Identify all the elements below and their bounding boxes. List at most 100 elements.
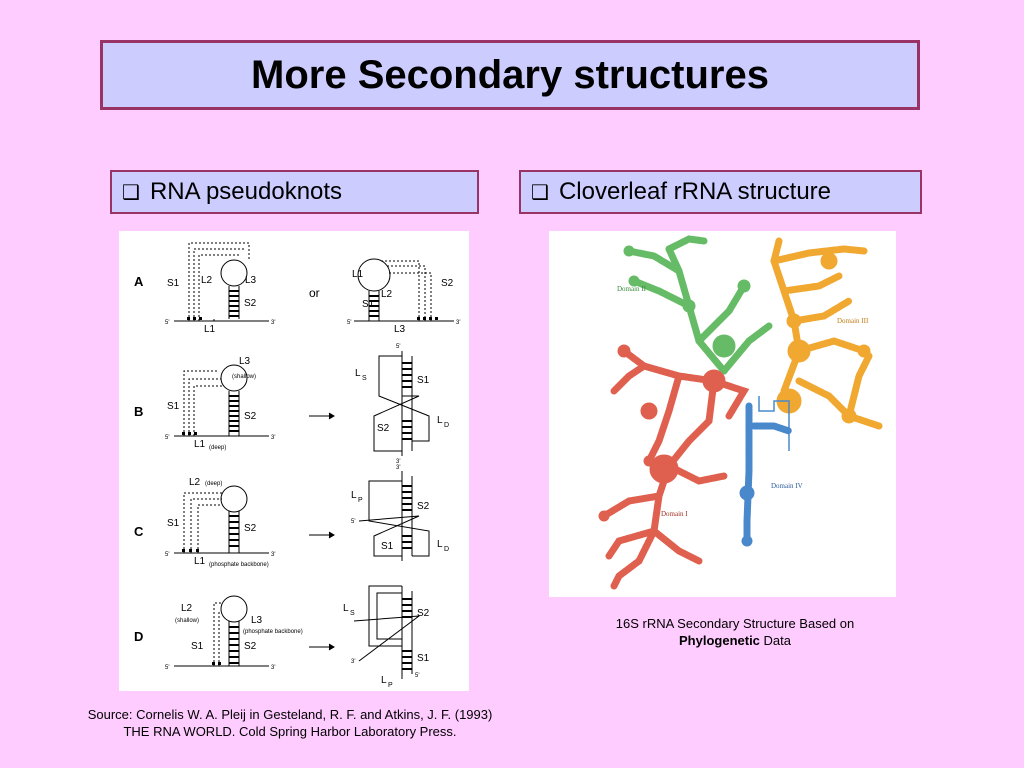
row-a-left-structure [174, 242, 269, 322]
row-b-right-structure [373, 351, 430, 456]
label-five-prime: 5' [415, 673, 419, 679]
row-b-left-structure [174, 364, 269, 437]
row-d-letter: D [134, 629, 143, 644]
domain-ii-label: Domain II [617, 285, 647, 293]
label-five-prime: 5' [347, 320, 351, 326]
row-d-right-structure [353, 585, 421, 679]
label-three-prime: 3' [271, 552, 275, 558]
source-citation: Source: Cornelis W. A. Pleij in Gestelan… [40, 706, 540, 740]
label-l3-note: (phosphate backbone) [243, 629, 303, 635]
row-d-left-structure [174, 595, 269, 667]
row-c-labels: S1 S2 L2 (deep) L1 (phosphate backbone) … [165, 465, 449, 568]
label-s2: S2 [244, 641, 257, 652]
label-three-prime: 3' [396, 465, 400, 471]
rrna-diagram: Domain II Domain III Domain I Domain IV [598, 235, 883, 590]
row-a-letter: A [134, 274, 144, 289]
label-l3: L3 [239, 356, 251, 367]
label-l3-note: (shallow) [232, 374, 256, 380]
label-s1: S1 [362, 299, 375, 310]
label-l2: L2 [189, 477, 201, 488]
label-s2: S2 [244, 411, 257, 422]
label-l1: L1 [352, 269, 364, 280]
source-line2: THE RNA WORLD. Cold Spring Harbor Labora… [123, 724, 457, 739]
label-ld: L [437, 415, 443, 426]
label-s2: S2 [377, 423, 390, 434]
label-s1: S1 [167, 401, 180, 412]
caption-line2: Phylogenetic Data [560, 632, 910, 649]
label-s2: S2 [417, 501, 430, 512]
label-l1-note: (phosphate backbone) [209, 562, 269, 568]
domain-iv-structure [739, 396, 793, 547]
label-l3: L3 [245, 275, 257, 286]
label-s2: S2 [244, 523, 257, 534]
label-s2: S2 [441, 278, 454, 289]
label-s1: S1 [381, 541, 394, 552]
row-c-letter: C [134, 524, 144, 539]
label-lp: L [351, 490, 357, 501]
caption-line1: 16S rRNA Secondary Structure Based on [615, 616, 855, 631]
label-s2: S2 [244, 298, 257, 309]
label-s1: S1 [167, 518, 180, 529]
label-ls-sub: S [362, 375, 367, 382]
row-c-right-structure [358, 471, 430, 561]
label-l3: L3 [251, 615, 263, 626]
rrna-figure: Domain II Domain III Domain I Domain IV [549, 231, 896, 597]
label-l1-note: (deep) [209, 445, 226, 451]
bullet-label: Cloverleaf rRNA structure [558, 178, 832, 205]
label-ls: L [343, 603, 349, 614]
domain-iii-structure [770, 237, 883, 430]
domain-ii-structure [623, 235, 773, 375]
label-l2-note: (deep) [205, 481, 222, 487]
row-b-labels: S1 S2 L3 (shallow) L1 (deep) 5' 3' L S S… [165, 344, 449, 465]
label-ld-sub: D [444, 546, 449, 553]
label-three-prime: 3' [271, 320, 275, 326]
label-s2: S2 [417, 608, 430, 619]
checkbox-icon: ❑ [531, 181, 549, 204]
rrna-caption: 16S rRNA Secondary Structure Based on Ph… [560, 615, 910, 649]
label-s1: S1 [417, 653, 430, 664]
row-a-labels: S1 L2 L3 S2 L1 5' 3' or L1 L2 S1 S2 L3 5… [165, 269, 460, 335]
bullet-cloverleaf: ❑ Cloverleaf rRNA structure [519, 170, 922, 214]
label-s1: S1 [191, 641, 204, 652]
bullet-label: RNA pseudoknots [149, 178, 343, 205]
label-l1: L1 [194, 556, 206, 567]
row-c-left-structure [174, 485, 269, 554]
source-line1: Source: Cornelis W. A. Pleij in Gestelan… [87, 707, 493, 722]
row-d-labels: L2 (shallow) L3 (phosphate backbone) S1 … [165, 603, 430, 689]
pseudoknot-figure: A B C D S1 L2 L3 S2 L1 5' 3' or L1 L2 S1… [119, 231, 469, 691]
label-three-prime: 3' [396, 459, 400, 465]
domain-i-structure [598, 344, 750, 590]
domain-iii-label: Domain III [837, 317, 869, 325]
slide-title: More Secondary structures [251, 52, 769, 97]
label-s1: S1 [167, 278, 180, 289]
bullet-pseudoknots: ❑ RNA pseudoknots [110, 170, 479, 214]
label-l2: L2 [201, 275, 213, 286]
title-box: More Secondary structures [100, 40, 920, 110]
label-or: or [309, 286, 320, 300]
label-five-prime: 5' [165, 435, 169, 441]
label-l1: L1 [204, 324, 216, 335]
label-three-prime: 3' [351, 659, 355, 665]
label-five-prime: 5' [165, 552, 169, 558]
label-lp-sub: P [358, 497, 363, 504]
label-five-prime: 5' [396, 344, 400, 350]
label-ld: L [437, 539, 443, 550]
label-three-prime: 3' [271, 435, 275, 441]
label-l2: L2 [181, 603, 193, 614]
label-lp-sub: P [388, 682, 393, 689]
label-three-prime: 3' [456, 320, 460, 326]
label-ls-sub: S [350, 610, 355, 617]
label-l2-note: (shallow) [175, 618, 199, 624]
label-s1: S1 [417, 375, 430, 386]
label-l3: L3 [394, 324, 406, 335]
label-five-prime: 5' [165, 320, 169, 326]
domain-iv-label: Domain IV [771, 482, 803, 490]
label-five-prime: 5' [351, 519, 355, 525]
caption-rest: Data [759, 633, 791, 648]
caption-bold: Phylogenetic [679, 633, 760, 648]
pseudoknot-diagram: A B C D S1 L2 L3 S2 L1 5' 3' or L1 L2 S1… [134, 242, 460, 689]
label-lp: L [381, 675, 387, 686]
label-l2: L2 [381, 289, 393, 300]
label-ld-sub: D [444, 422, 449, 429]
label-five-prime: 5' [165, 665, 169, 671]
